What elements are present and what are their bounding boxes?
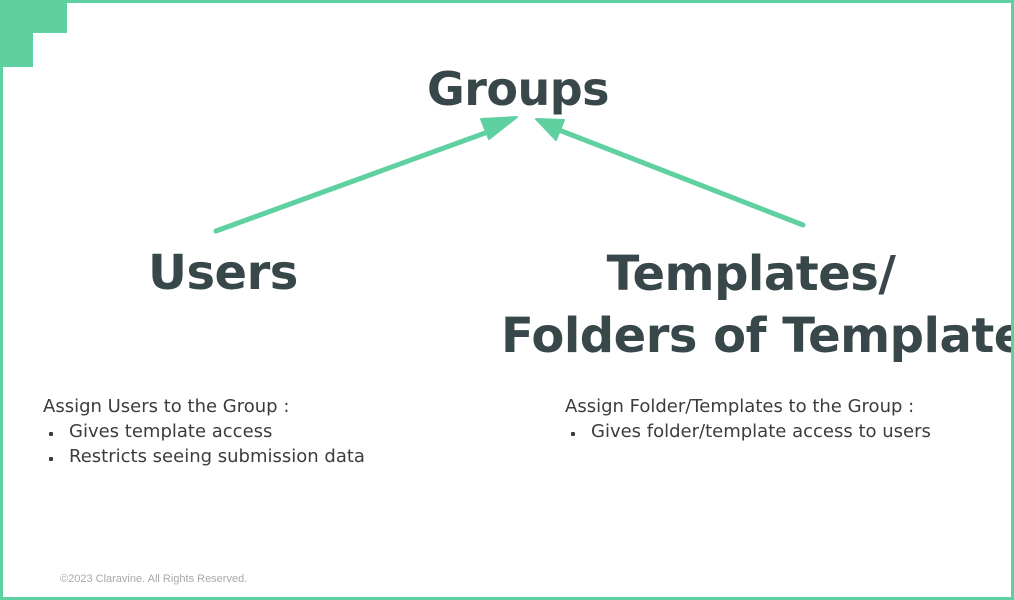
templates-description-intro: Assign Folder/Templates to the Group : xyxy=(565,396,915,417)
list-item: Restricts seeing submission data xyxy=(43,444,365,469)
templates-heading: Templates/ Folders of Templates xyxy=(501,243,1014,367)
users-description: Assign Users to the Group : Gives templa… xyxy=(43,394,365,469)
templates-bullet-list: Gives folder/template access to users xyxy=(565,419,931,444)
list-item-text: Restricts seeing submission data xyxy=(69,446,365,467)
groups-heading: Groups xyxy=(426,62,610,116)
templates-description: Assign Folder/Templates to the Group : G… xyxy=(565,394,931,444)
diagram-arrows xyxy=(213,116,806,234)
list-item-text: Gives folder/template access to users xyxy=(591,421,931,442)
users-description-intro: Assign Users to the Group : xyxy=(43,396,290,417)
bullet-icon xyxy=(571,432,575,436)
bullet-icon xyxy=(49,457,53,461)
arrow-templates-to-groups xyxy=(535,118,806,228)
corner-accent xyxy=(3,3,67,67)
arrow-users-to-groups xyxy=(213,116,518,234)
list-item: Gives folder/template access to users xyxy=(565,419,931,444)
copyright-footer: ©2023 Claravine. All Rights Reserved. xyxy=(60,573,248,585)
users-bullet-list: Gives template access Restricts seeing s… xyxy=(43,419,365,469)
users-heading: Users xyxy=(148,245,298,301)
templates-heading-line-1: Templates/ xyxy=(606,246,896,302)
list-item-text: Gives template access xyxy=(69,421,273,442)
templates-heading-line-2: Folders of Templates xyxy=(501,308,1014,364)
list-item: Gives template access xyxy=(43,419,365,444)
bullet-icon xyxy=(49,432,53,436)
